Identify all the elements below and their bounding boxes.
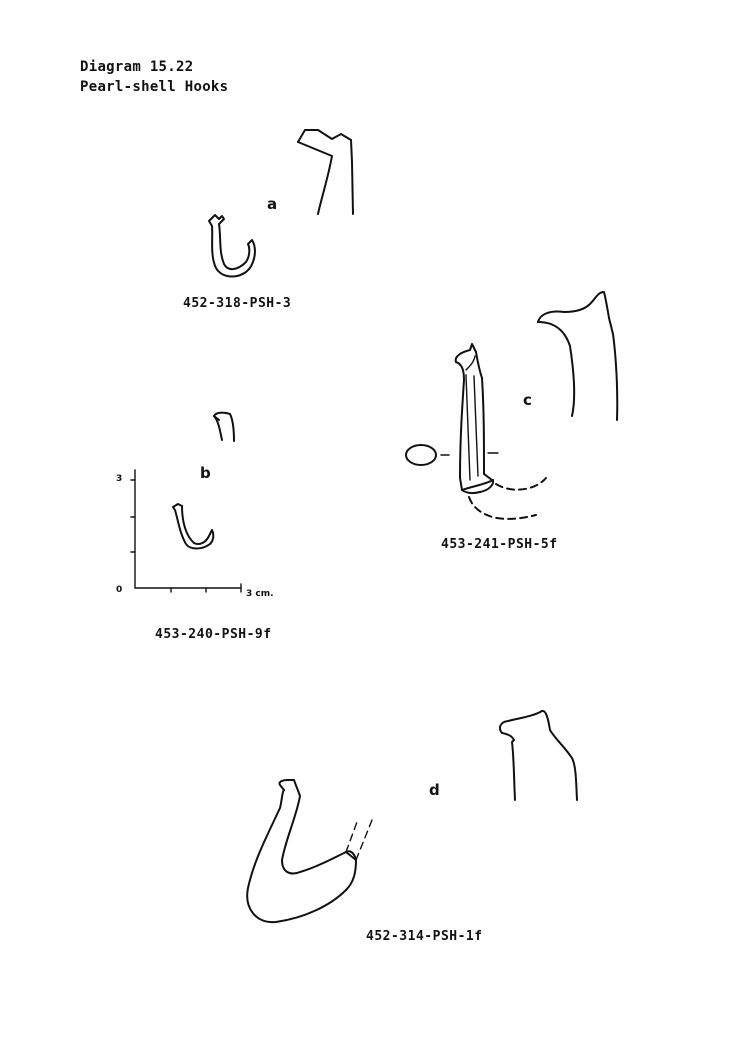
figure-letter-a: a — [267, 195, 278, 213]
diagram-title: Diagram 15.22 Pearl-shell Hooks — [80, 57, 228, 97]
scale-x-max-label: 3 cm. — [246, 589, 274, 599]
hook-c-drawing — [405, 291, 619, 520]
figure-letter-b: b — [200, 464, 211, 482]
hook-a-drawing — [208, 129, 354, 278]
hook-d-drawing — [246, 709, 578, 924]
catalog-label-b: 453-240-PSH-9f — [155, 627, 272, 642]
catalog-label-c: 453-241-PSH-5f — [441, 537, 558, 552]
scale-origin-label: 0 — [116, 585, 123, 595]
diagram-number: Diagram 15.22 — [80, 59, 194, 75]
hook-b-head-drawing — [213, 411, 235, 442]
scale-y-max-label: 3 — [116, 474, 123, 484]
diagram-subtitle: Pearl-shell Hooks — [80, 79, 229, 95]
figure-letter-d: d — [429, 781, 440, 799]
catalog-label-d: 452-314-PSH-1f — [366, 929, 483, 944]
scale-axes — [130, 469, 242, 593]
hook-b-drawing — [172, 503, 215, 550]
figure-letter-c: c — [523, 391, 532, 409]
catalog-label-a: 452-318-PSH-3 — [183, 296, 292, 311]
